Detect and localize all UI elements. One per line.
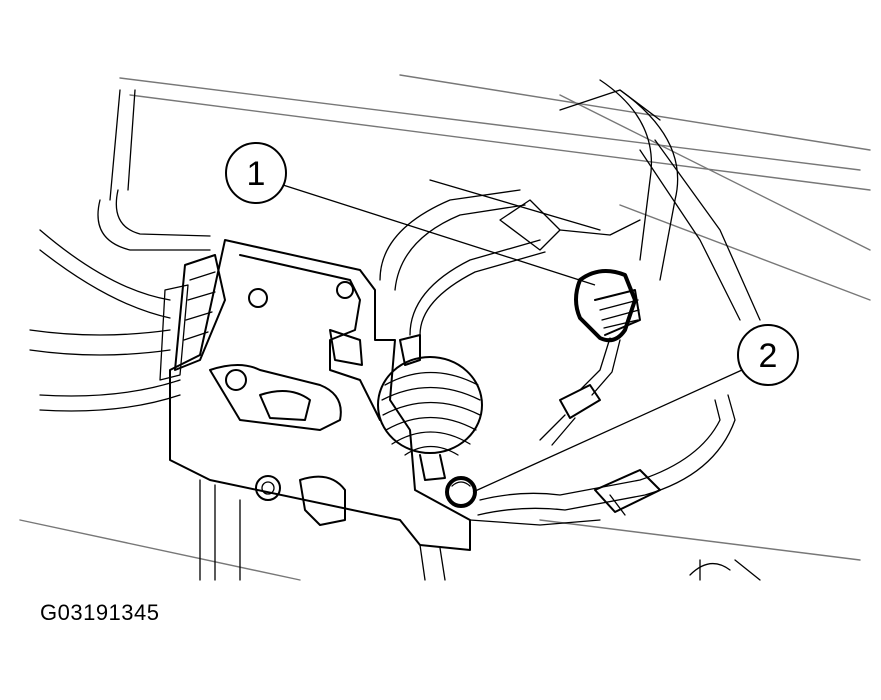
- left-cable-bundle: [29, 89, 211, 412]
- leader-line-1: [282, 184, 596, 286]
- component-2-plug: [445, 476, 477, 508]
- upper-cables: [379, 179, 641, 291]
- callout-2: 2: [737, 324, 799, 386]
- callout-1-circle: [225, 142, 287, 204]
- background-frame: [19, 74, 871, 581]
- callout-1: 1: [225, 142, 287, 204]
- coil-spring: [377, 239, 546, 481]
- figure-id: G03191345: [40, 600, 160, 625]
- latch-connector-block: [159, 254, 226, 381]
- component-1-fastener: [539, 269, 641, 446]
- callout-1-label: 1: [247, 155, 266, 193]
- right-cable-loop: [469, 394, 761, 581]
- callout-2-circle: [737, 324, 799, 386]
- latch-assembly: [169, 239, 471, 581]
- callout-2-label: 2: [759, 337, 778, 375]
- leader-line-2: [472, 369, 743, 493]
